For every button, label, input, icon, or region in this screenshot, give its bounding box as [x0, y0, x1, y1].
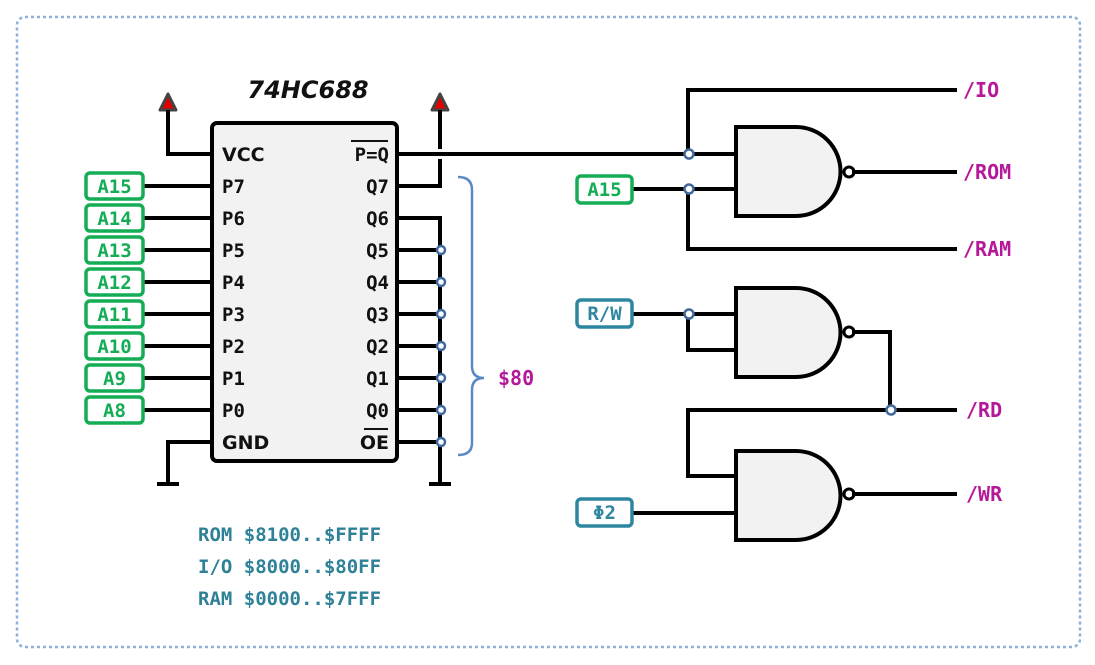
compare-value: $80	[498, 366, 534, 390]
right-pin-wires	[395, 248, 442, 444]
q-ground-bus	[395, 216, 442, 486]
nand-gate-wr	[734, 449, 843, 542]
svg-text:A9: A9	[103, 368, 126, 390]
address-tag-a8: A8	[84, 395, 145, 425]
ram-wire	[686, 187, 957, 251]
svg-text:Q7: Q7	[366, 176, 389, 198]
diagram-frame	[15, 15, 1082, 649]
svg-text:P7: P7	[222, 176, 245, 198]
svg-text:Q5: Q5	[366, 240, 389, 262]
memory-map-ram: RAM $0000..$7FFF	[198, 588, 381, 610]
svg-text:P1: P1	[222, 368, 245, 390]
svg-text:P2: P2	[222, 336, 245, 358]
rw-inverted-wire	[852, 330, 892, 412]
svg-text:Q1: Q1	[366, 368, 389, 390]
svg-text:Q4: Q4	[366, 272, 389, 294]
address-tag-a11: A11	[84, 299, 145, 329]
svg-text:A15: A15	[97, 176, 131, 198]
junction-io	[683, 148, 695, 160]
rw-tie-wire	[686, 312, 738, 352]
address-tag-a14: A14	[84, 203, 145, 233]
svg-text:P4: P4	[222, 272, 245, 294]
address-tags: A15 A14 A13 A12 A11 A10 A9 A8	[84, 171, 145, 425]
rd-wire	[686, 408, 957, 478]
memory-map-rom: ROM $8100..$FFFF	[198, 524, 381, 546]
svg-text:P=Q: P=Q	[355, 144, 389, 166]
svg-text:Q6: Q6	[366, 208, 389, 230]
io-wire	[686, 88, 957, 156]
junction-rw	[683, 308, 695, 320]
svg-text:P5: P5	[222, 240, 245, 262]
memory-map-io: I/O $8000..$80FF	[198, 556, 381, 578]
svg-text:A12: A12	[97, 272, 131, 294]
svg-text:A13: A13	[97, 240, 131, 262]
output-rom: /ROM	[963, 160, 1011, 184]
vcc-wire	[166, 110, 214, 156]
junction-rd	[885, 404, 897, 416]
svg-text:OE: OE	[360, 432, 389, 454]
svg-text:A15: A15	[587, 179, 621, 201]
nand-gate-rom	[734, 125, 843, 218]
svg-text:Q3: Q3	[366, 304, 389, 326]
chip-74hc688	[210, 121, 399, 463]
output-rd: /RD	[966, 398, 1002, 422]
address-tag-a12: A12	[84, 267, 145, 297]
bus-junctions	[435, 244, 447, 448]
gate-input-rw: R/W	[575, 298, 634, 329]
address-tag-a10: A10	[84, 331, 145, 361]
svg-text:VCC: VCC	[222, 144, 265, 166]
svg-text:A11: A11	[97, 304, 131, 326]
gate-input-a15: A15	[575, 174, 634, 205]
address-tag-a15: A15	[84, 171, 145, 201]
svg-text:GND: GND	[222, 432, 269, 454]
compare-brace	[457, 175, 485, 457]
address-tag-a13: A13	[84, 235, 145, 265]
gnd-wire	[166, 440, 214, 486]
gate-input-phi2: Φ2	[575, 497, 634, 528]
address-tag-a9: A9	[84, 363, 145, 393]
chip-right-pin-labels: P=Q Q7 Q6 Q5 Q4 Q3 Q2 Q1 Q0 OE	[351, 140, 389, 454]
vcc-right-icon	[430, 92, 450, 112]
svg-text:P0: P0	[222, 400, 245, 422]
svg-text:A14: A14	[97, 208, 131, 230]
svg-text:A10: A10	[97, 336, 131, 358]
nand-gate-rw	[734, 286, 843, 379]
svg-text:R/W: R/W	[587, 303, 622, 325]
output-wr: /WR	[966, 482, 1003, 506]
output-signals: /IO /ROM /RAM /RD /WR	[963, 78, 1011, 506]
svg-text:Q2: Q2	[366, 336, 389, 358]
svg-text:P3: P3	[222, 304, 245, 326]
svg-text:Q0: Q0	[366, 400, 389, 422]
svg-text:P6: P6	[222, 208, 245, 230]
junction-ram	[683, 183, 695, 195]
svg-text:A8: A8	[103, 400, 126, 422]
left-pin-wires	[141, 184, 214, 412]
q7-vcc-wire	[395, 159, 442, 188]
output-ram: /RAM	[963, 237, 1011, 261]
output-io: /IO	[963, 78, 999, 102]
vcc-left-icon	[158, 92, 178, 112]
memory-map: ROM $8100..$FFFF I/O $8000..$80FF RAM $0…	[198, 524, 381, 610]
chip-title: 74HC688	[247, 76, 368, 104]
chip-left-pin-labels: VCC P7 P6 P5 P4 P3 P2 P1 P0 GND	[222, 144, 269, 454]
svg-text:Φ2: Φ2	[593, 502, 616, 524]
